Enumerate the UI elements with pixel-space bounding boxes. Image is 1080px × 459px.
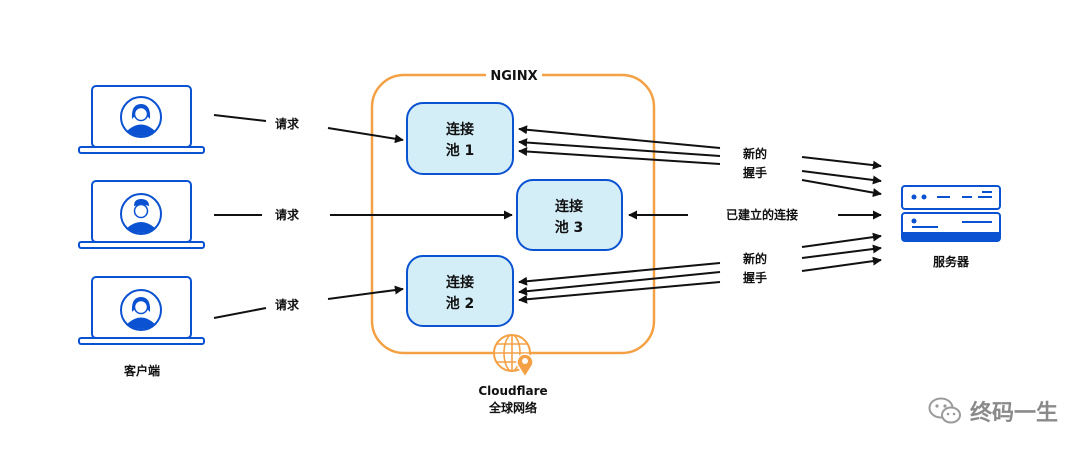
watermark-text: 终码一生 [969, 401, 1058, 426]
pool-3-line2: 池 3 [555, 219, 584, 236]
client-label: 客户端 [123, 363, 160, 378]
handshake-arrows-top: 新的 握手 [518, 125, 882, 198]
location-pin-icon [516, 353, 534, 379]
pool-2-line1: 连接 [446, 274, 474, 291]
request-arrow-1: 请求 [213, 114, 404, 144]
established-label: 已建立的连接 [726, 207, 798, 222]
user-female-icon [120, 289, 162, 331]
user-female-icon [120, 96, 162, 138]
pool-1-line1: 连接 [446, 121, 474, 138]
request-label-1: 请求 [275, 116, 300, 131]
server-label: 服务器 [933, 254, 970, 269]
pool-2-line2: 池 2 [446, 295, 475, 312]
connection-pool-3: 连接 池 3 [516, 179, 623, 251]
client-laptop-1 [78, 85, 205, 154]
pool-1-line2: 池 1 [446, 142, 475, 159]
wechat-icon [928, 397, 961, 424]
watermark: 终码一生 [928, 395, 1058, 427]
handshake-top-line2: 握手 [743, 165, 767, 180]
handshake-top-line1: 新的 [743, 146, 767, 161]
client-laptop-2 [78, 180, 205, 249]
server-icon [901, 185, 1001, 242]
network-label-line2: 全球网络 [488, 400, 537, 415]
client-laptop-3 [78, 276, 205, 345]
user-male-icon [120, 193, 162, 235]
handshake-bottom-line2: 握手 [743, 270, 767, 285]
handshake-arrows-bottom: 新的 握手 [518, 232, 882, 304]
network-label-line1: Cloudflare [478, 384, 547, 398]
request-label-2: 请求 [275, 207, 300, 222]
request-arrow-2: 请求 [214, 207, 513, 222]
nginx-label: NGINX [490, 69, 537, 84]
connection-pool-1: 连接 池 1 [406, 102, 514, 175]
connection-pool-2: 连接 池 2 [406, 255, 514, 327]
request-arrow-3: 请求 [213, 285, 404, 319]
established-connection-arrows: 已建立的连接 [628, 207, 882, 222]
pool-3-line1: 连接 [555, 198, 583, 215]
handshake-bottom-line1: 新的 [743, 251, 767, 266]
request-label-3: 请求 [275, 297, 300, 312]
